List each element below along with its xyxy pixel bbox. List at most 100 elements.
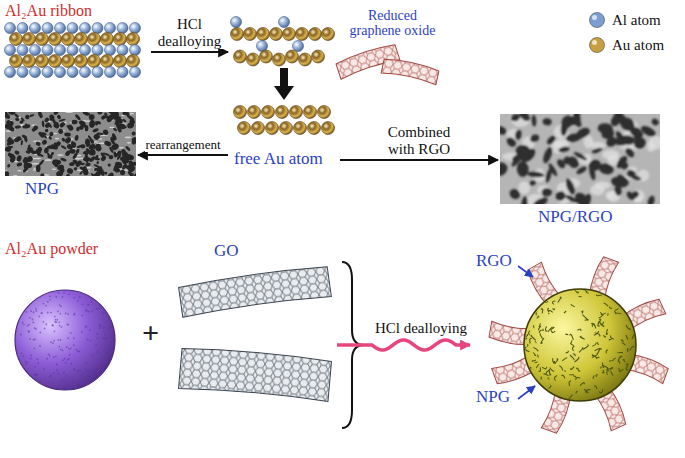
ribbon-atoms-part	[10, 33, 23, 46]
npg-micrograph-image-part	[89, 138, 95, 144]
powder-sphere-drawing-part-part	[56, 364, 58, 366]
swatch-highlight	[592, 40, 597, 45]
npg-rgo-micrograph-image-part-part	[647, 142, 655, 152]
powder-sphere-drawing-part	[20, 292, 112, 386]
powder-sphere-drawing-part-part	[73, 337, 75, 339]
powder-sphere-drawing-part-part	[81, 331, 83, 333]
composite-particle-part-part	[607, 368, 612, 370]
composite-particle-part-part	[527, 345, 529, 347]
ribbon-illustration: Al₂Au ribbon	[3, 2, 151, 82]
free-au-layers-part	[262, 106, 275, 119]
pointer-arrow	[518, 386, 535, 399]
composite-particle-part-part	[553, 308, 555, 310]
npg-micrograph-image-part	[115, 123, 120, 130]
npg-micrograph-image-part	[6, 148, 11, 152]
npg-micrograph-image-part	[13, 135, 22, 143]
ribbon-atoms-part	[117, 45, 128, 56]
powder-sphere-drawing-part-part	[49, 355, 51, 357]
npg-micrograph-image-part	[22, 157, 30, 165]
powder-sphere-drawing-part-part	[110, 326, 112, 328]
npg-micrograph-image-part	[74, 113, 81, 121]
composite-particle-part-part	[548, 377, 549, 379]
edge-label: Combined with RGO	[379, 124, 459, 157]
composite-particle-part-part	[538, 367, 540, 371]
npg-micrograph-image-part	[120, 170, 126, 176]
powder-sphere: Al₂Au powder	[3, 238, 138, 398]
rgo-sheet-illustration: Reduced graphene oxide	[333, 8, 453, 88]
powder-sphere-drawing-part-part	[67, 313, 69, 315]
ribbon-atoms	[5, 23, 141, 78]
powder-sphere-drawing-part-part	[67, 359, 69, 361]
dealloyed-atoms-part	[244, 28, 257, 41]
npg-micrograph-image-part	[74, 135, 79, 141]
legend-text: Au atom	[612, 37, 664, 53]
powder-sphere-drawing-part-part	[73, 314, 75, 316]
powder-sphere-drawing-part-part	[25, 363, 27, 365]
powder-sphere-drawing-part-part	[53, 340, 55, 342]
npg-rgo-micrograph-image-part-part	[646, 195, 656, 204]
composite-particle-part-part	[615, 308, 618, 310]
atom-swatch	[590, 13, 605, 28]
npg-micrograph-image-part	[78, 119, 87, 127]
composite-particle-part-part	[548, 327, 553, 332]
composite-particle-part-part	[534, 348, 539, 352]
composite-particle-part-part	[524, 335, 528, 338]
composite-particle-part-part	[540, 377, 542, 379]
ribbon-atoms-part	[10, 55, 23, 68]
npg-rgo-micrograph-image-part-part	[615, 154, 630, 170]
npg-rgo-micrograph-image-part-part	[554, 189, 568, 202]
powder-sphere-drawing-part-part	[55, 296, 57, 298]
ribbon-atoms-part	[117, 67, 128, 78]
powder-sphere-drawing-part-part	[23, 324, 25, 326]
composite-particle-part-part	[600, 313, 602, 316]
npg-micrograph-image-part	[127, 115, 135, 122]
composite-particle-part-part	[610, 336, 613, 340]
composite-particle-part-part	[572, 346, 574, 351]
npg-rgo-micrograph-image-part-part	[518, 181, 530, 194]
composite-particle-part-part	[566, 334, 569, 336]
powder-sphere-drawing-part-part	[60, 339, 62, 341]
npg-micrograph-image-part	[65, 112, 73, 113]
powder-sphere-drawing-part-part	[63, 372, 65, 374]
powder-sphere-drawing-part-part	[78, 384, 80, 386]
composite-particle-part-part	[580, 383, 584, 386]
composite-particle-part-part	[564, 370, 566, 371]
powder-sphere-drawing-part-part	[59, 325, 61, 327]
process-arrow	[151, 51, 228, 53]
composite-particle-part-part	[626, 335, 628, 339]
powder-sphere-drawing-part-part	[57, 373, 59, 375]
npg-micrograph-image-part	[60, 168, 65, 173]
composite-particle-part-part	[556, 359, 558, 362]
composite-particle-part-part	[542, 329, 544, 331]
composite-particle-part-part	[599, 314, 603, 318]
powder-sphere-drawing-part-part	[34, 366, 36, 368]
ribbon-atoms-part	[105, 23, 116, 34]
composite-particle-part-part	[562, 358, 566, 361]
powder-sphere-drawing-part-part	[77, 370, 79, 372]
dealloyed-atoms-part	[270, 28, 283, 41]
npg-rgo-micrograph-image-part-part	[508, 187, 522, 201]
ribbon-atoms-part	[117, 23, 128, 34]
powder-sphere-drawing-part-part	[54, 321, 56, 323]
dealloyed-atoms-part	[247, 53, 260, 66]
npg-micrograph-image-part	[76, 126, 80, 131]
powder-sphere-drawing-part-part	[30, 310, 32, 312]
powder-sphere-drawing-part-part	[91, 310, 93, 312]
npg-rgo-micrograph-image-part-part	[514, 129, 522, 140]
composite-particle-part-part	[579, 348, 583, 353]
powder-sphere-drawing-part-part	[64, 358, 66, 360]
powder-sphere-drawing-part-part	[90, 371, 92, 373]
composite-particle-part-part	[602, 370, 604, 373]
powder-sphere-drawing-part-part	[96, 308, 98, 310]
powder-sphere-drawing-part-part	[86, 310, 88, 312]
npg-micrograph-image-part	[89, 120, 96, 129]
dealloyed-atoms-part	[273, 53, 286, 66]
composite-particle-part-part	[537, 316, 539, 318]
powder-sphere-drawing-part-part	[69, 354, 71, 356]
powder-sphere-drawing-part-part	[32, 322, 34, 324]
composite-particle-part-part	[529, 331, 530, 336]
ribbon-atoms-part	[127, 55, 140, 68]
npg-micrograph-image-part	[113, 127, 118, 132]
powder-sphere-drawing-part-part	[44, 328, 46, 330]
